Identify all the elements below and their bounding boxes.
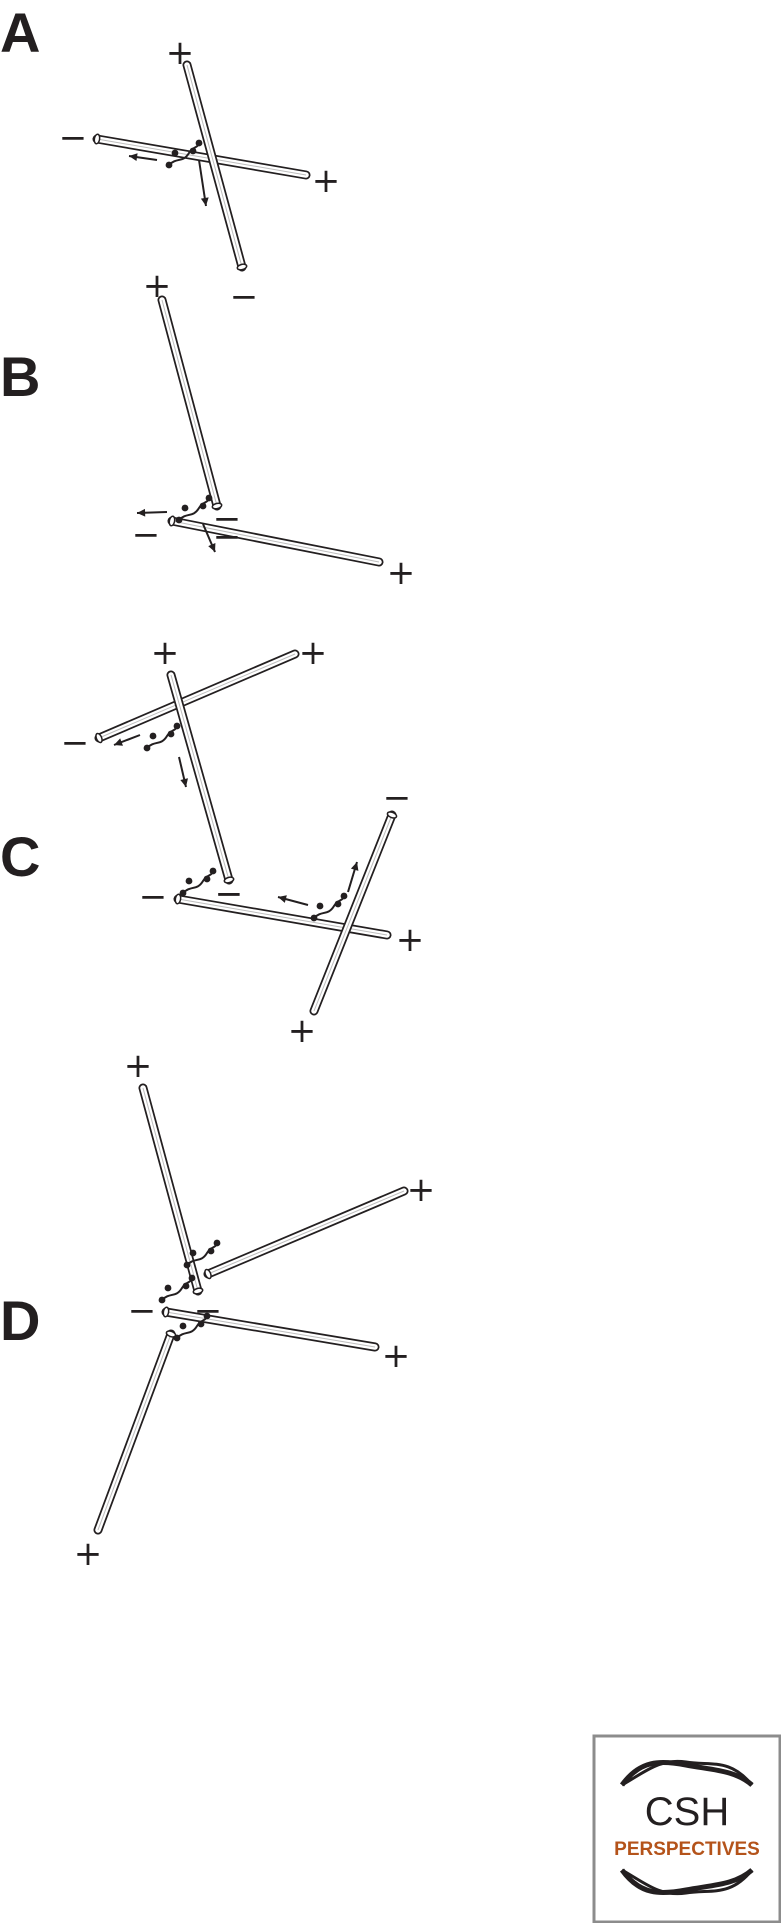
plus-end-label: + <box>151 633 180 673</box>
panel-letter: C <box>0 825 40 888</box>
actin-filament <box>173 893 392 940</box>
dna-helix-bottom-icon <box>619 1868 754 1896</box>
filament-minus-end-cap <box>211 502 223 510</box>
filament-minus-end-cap <box>204 1268 212 1280</box>
panel-d: D + + − + + − <box>0 1046 435 1574</box>
plus-end-label: + <box>124 1046 153 1086</box>
plus-end-label: + <box>288 1011 317 1051</box>
motion-arrow-icon <box>136 508 168 517</box>
motion-arrow-icon <box>128 153 158 162</box>
plus-end-label: + <box>143 266 172 306</box>
plus-end-label: + <box>299 633 328 673</box>
filament-minus-end-cap <box>192 1287 204 1295</box>
panel-letter: B <box>0 345 40 408</box>
motion-arrow-icon <box>198 159 209 207</box>
minus-end-label: − <box>59 118 88 158</box>
actin-filament <box>138 1083 204 1296</box>
motor-protein-icon <box>158 1274 196 1304</box>
actin-filament <box>161 1306 380 1352</box>
minus-end-label: − <box>213 499 242 539</box>
motor-protein-icon <box>143 722 181 752</box>
motion-arrow-icon <box>347 861 359 893</box>
minus-end-label: − <box>132 515 161 555</box>
filament-minus-end-cap <box>93 133 101 145</box>
plus-end-label: + <box>396 920 425 960</box>
actin-filament <box>92 133 311 180</box>
minus-end-label: − <box>215 874 244 914</box>
minus-end-label: − <box>230 277 259 317</box>
dna-helix-top-icon <box>619 1759 754 1787</box>
motor-protein-icon <box>179 867 217 897</box>
plus-end-label: + <box>166 33 195 73</box>
actin-filament <box>167 515 384 567</box>
minus-end-label: − <box>61 723 90 763</box>
plus-end-label: + <box>312 161 341 201</box>
minus-end-label: − <box>194 1291 223 1331</box>
actin-filament <box>157 295 223 511</box>
actin-filament <box>94 649 300 744</box>
minus-end-label: − <box>383 778 412 818</box>
panel-c: C−+−+−+−+− <box>0 633 424 1051</box>
actin-filament <box>166 670 235 885</box>
motion-arrow-icon <box>113 734 141 746</box>
motor-protein-icon <box>165 139 203 169</box>
csh-perspectives-logo: CSH PERSPECTIVES <box>592 1734 781 1923</box>
filament-minus-end-cap <box>386 811 398 819</box>
actin-filament <box>203 1186 409 1280</box>
filament-minus-end-cap <box>95 732 103 744</box>
filament-minus-end-cap <box>162 1306 170 1318</box>
motion-arrow-icon <box>202 523 216 553</box>
motor-protein-icon <box>175 494 213 524</box>
actin-filament <box>309 810 398 1016</box>
panel-letter: A <box>0 1 40 64</box>
minus-end-label: − <box>139 877 168 917</box>
plus-end-label: + <box>387 553 416 593</box>
motion-arrow-icon <box>178 756 188 788</box>
logo-csh-text: CSH <box>645 1790 729 1834</box>
plus-end-label: + <box>382 1336 411 1376</box>
motor-protein-icon <box>183 1239 221 1269</box>
filament-minus-end-cap <box>236 263 248 271</box>
filament-minus-end-cap <box>174 893 182 905</box>
plus-end-label: + <box>407 1170 436 1210</box>
filament-minus-end-cap <box>223 876 235 884</box>
actin-filament <box>93 1329 177 1535</box>
minus-end-label: − <box>128 1291 157 1331</box>
panel-letter: D <box>0 1289 40 1352</box>
motor-protein-icon <box>173 1312 211 1342</box>
actin-filament <box>182 60 248 272</box>
motor-protein-icon <box>310 892 348 922</box>
panels-layer: A−+−+B−+−+−C−+−+−+−+−D++−++− <box>0 1 435 1574</box>
panel-a: A − + − + <box>0 1 340 317</box>
logo-perspectives-text: PERSPECTIVES <box>614 1839 760 1860</box>
filament-minus-end-cap <box>168 515 176 527</box>
minus-end-label: − <box>213 517 242 557</box>
motion-arrow-icon <box>277 895 309 906</box>
panel-b: B − + − + − <box>0 266 415 593</box>
plus-end-label: + <box>74 1534 103 1574</box>
